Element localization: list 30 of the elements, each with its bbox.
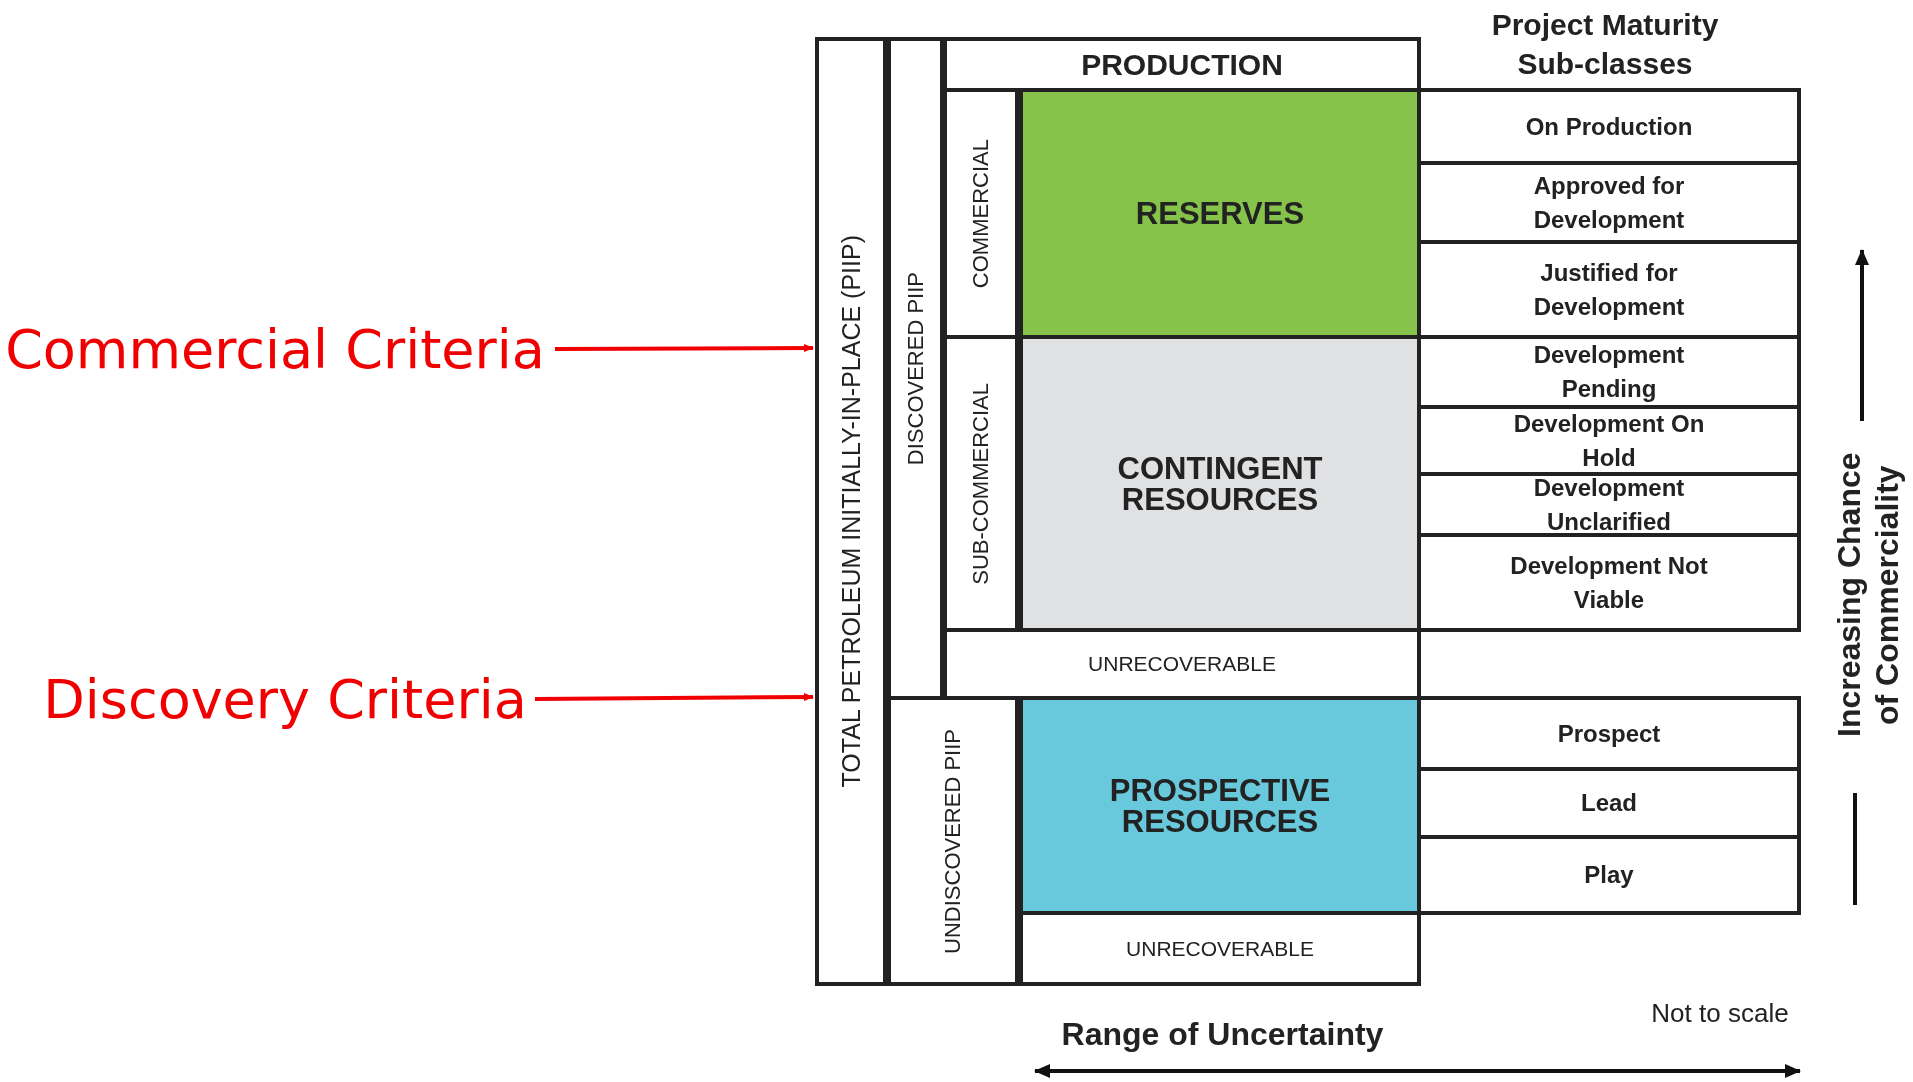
axis-title: Range of Uncertainty: [1061, 1015, 1384, 1053]
subclass-label: Approved for Development: [1532, 170, 1686, 235]
subclass-label: On Production: [1525, 111, 1693, 142]
category-label: CONTINGENT RESOURCES: [1116, 452, 1324, 515]
arrow: [555, 344, 814, 353]
category-label: RESERVES: [1135, 198, 1305, 229]
axis-title: Increasing Chance of Commerciality: [1829, 451, 1906, 740]
cell-text: UNRECOVERABLE: [1088, 652, 1276, 676]
cell-text: UNRECOVERABLE: [1126, 936, 1314, 961]
table-cell: [815, 37, 887, 986]
arrow: [535, 693, 814, 702]
criteria-label: Commercial Criteria: [5, 317, 545, 381]
subclass-label: Development On Hold: [1512, 408, 1706, 473]
category-label: PROSPECTIVE RESOURCES: [1108, 774, 1332, 837]
subclass-label: Development Not Viable: [1509, 550, 1709, 615]
subclass-label: Lead: [1581, 788, 1637, 819]
subclass-label: Prospect: [1557, 718, 1661, 749]
column-heading: Project Maturity Sub-classes: [1490, 7, 1720, 82]
vertical-label: COMMERCIAL: [968, 138, 994, 289]
column-heading: PRODUCTION: [1081, 47, 1283, 82]
subclass-label: Development Pending: [1532, 340, 1686, 404]
subclass-label: Development Unclarified: [1532, 472, 1686, 537]
vertical-label: TOTAL PETROLEUM INITIALLY-IN-PLACE (PIIP): [836, 235, 866, 788]
vertical-label: DISCOVERED PIIP: [902, 271, 929, 466]
note-text: Not to scale: [1651, 997, 1789, 1029]
vertical-label: SUB-COMMERCIAL: [968, 382, 994, 585]
subclass-label: Play: [1584, 860, 1634, 891]
vertical-label: UNDISCOVERED PIIP: [940, 728, 966, 954]
subclass-label: Justified for Development: [1532, 257, 1686, 322]
criteria-label: Discovery Criteria: [43, 667, 527, 731]
